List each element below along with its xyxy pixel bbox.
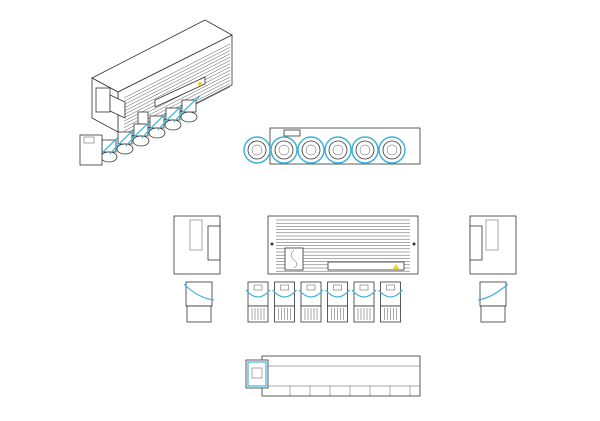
rib	[123, 47, 231, 102]
connector-nut	[100, 151, 118, 163]
connector-nut	[148, 127, 166, 139]
connector-nut	[116, 143, 134, 155]
connector-core	[305, 144, 317, 156]
connector-nut	[132, 135, 150, 147]
connector-label	[386, 284, 395, 291]
logo-panel	[137, 111, 149, 125]
connector-label	[280, 284, 289, 291]
connector-core	[359, 144, 371, 156]
connector-cap	[382, 140, 402, 160]
connector-cap	[301, 140, 321, 160]
rib	[123, 53, 231, 109]
cable-highlight	[298, 289, 324, 298]
cable-highlight	[351, 289, 377, 298]
logo-panel	[284, 247, 304, 271]
connector-label	[359, 284, 369, 291]
connector-core	[386, 144, 398, 156]
end-connector	[79, 134, 103, 166]
rib	[123, 43, 231, 99]
cable-highlight	[325, 289, 350, 298]
connector-core	[251, 144, 263, 156]
cable-highlight	[173, 95, 201, 123]
connector-cap	[274, 140, 294, 160]
label-plate	[327, 261, 405, 271]
connector-cap	[355, 140, 375, 160]
connector-label	[333, 284, 342, 291]
connector-core	[332, 144, 344, 156]
connector-label	[306, 284, 316, 291]
isometric-view	[79, 19, 233, 166]
front-view	[245, 215, 419, 323]
bottom-view	[245, 355, 421, 397]
end-connector	[245, 359, 269, 389]
left-side-view	[173, 215, 221, 323]
rib	[123, 60, 231, 115]
cable-highlight	[378, 289, 403, 298]
rib	[123, 56, 231, 112]
cable-highlight	[272, 289, 297, 298]
connector-cap	[328, 140, 348, 160]
right-side-view	[469, 215, 517, 323]
connector-cap	[247, 140, 267, 160]
connector-core	[278, 144, 290, 156]
rib	[123, 50, 231, 105]
warning-icon	[198, 82, 202, 86]
top-view	[243, 127, 421, 165]
connector-label	[253, 284, 263, 291]
connector-nut	[180, 111, 198, 123]
cable-highlight	[245, 289, 271, 298]
warning-icon	[393, 264, 399, 269]
connector-nut	[164, 119, 182, 131]
